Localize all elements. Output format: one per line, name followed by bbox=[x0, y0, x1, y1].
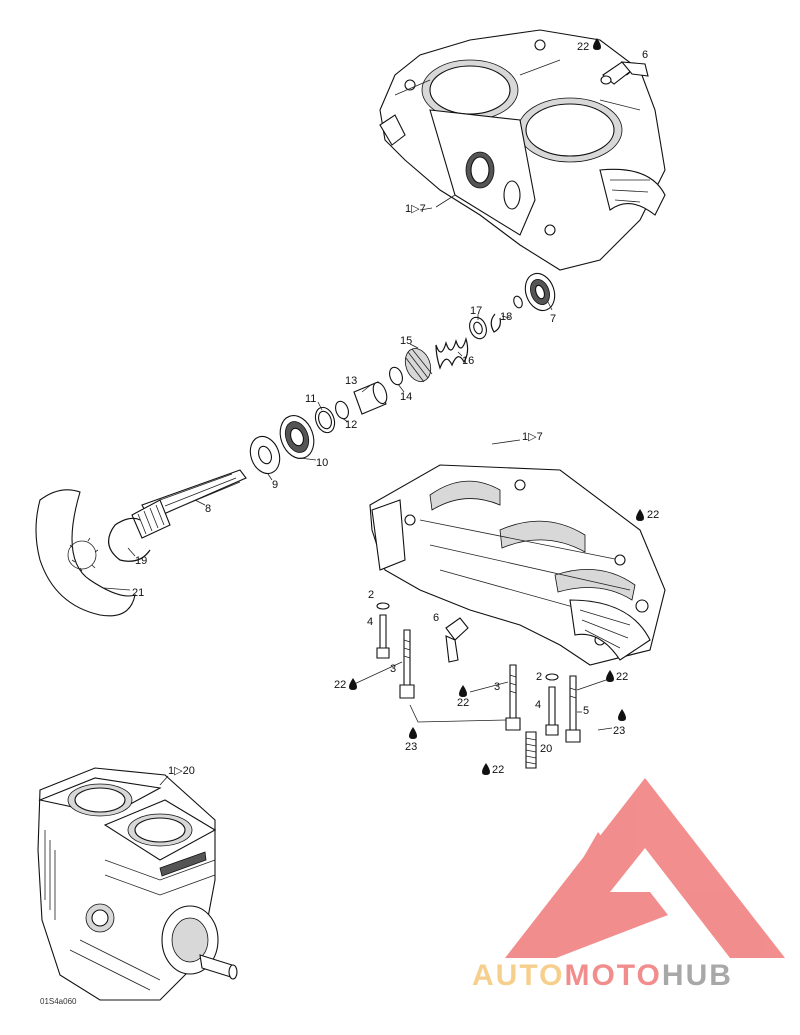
callout-21: 21 bbox=[132, 587, 144, 599]
callout-17: 17 bbox=[470, 305, 482, 317]
callout-22-mid: 22 bbox=[457, 697, 469, 709]
callout-19: 19 bbox=[135, 555, 147, 567]
callout-16: 16 bbox=[462, 355, 474, 367]
callout-6-mid: 6 bbox=[433, 612, 439, 624]
callout-23-right: 23 bbox=[613, 725, 625, 737]
watermark-triangle-logo bbox=[505, 778, 785, 958]
circlip-19 bbox=[108, 517, 151, 562]
cover-plate-21 bbox=[35, 489, 136, 617]
callout-22-bolt: 22 bbox=[616, 671, 628, 683]
watermark-inner-mark bbox=[552, 832, 618, 912]
callout-15: 15 bbox=[400, 335, 412, 347]
automotohub-watermark: AUTOMOTOHUB bbox=[472, 778, 785, 992]
callout-6-top: 6 bbox=[642, 49, 648, 61]
callout-4-left: 4 bbox=[367, 616, 373, 628]
callout-22-right: 22 bbox=[647, 509, 659, 521]
callout-9: 9 bbox=[272, 479, 278, 491]
drawing-code: 01S4a060 bbox=[40, 997, 77, 1006]
callout-leaders bbox=[103, 194, 613, 786]
callout-3-mid: 3 bbox=[494, 681, 500, 693]
callout-23-left: 23 bbox=[405, 741, 417, 753]
ref-engine: 1▷20 bbox=[168, 765, 195, 777]
upper-crankcase bbox=[379, 29, 666, 271]
drop-icon bbox=[618, 709, 626, 721]
drop-icon bbox=[482, 763, 490, 775]
callout-10: 10 bbox=[316, 457, 328, 469]
callout-18: 18 bbox=[500, 311, 512, 323]
bolts-and-washers bbox=[376, 602, 581, 769]
engine-assembly bbox=[37, 767, 238, 1001]
callout-22-bottom: 22 bbox=[492, 764, 504, 776]
drop-icon bbox=[593, 38, 601, 50]
callout-12: 12 bbox=[345, 419, 357, 431]
callout-4-right: 4 bbox=[535, 699, 541, 711]
drop-icon bbox=[459, 685, 467, 697]
sealant-drop-icons bbox=[349, 38, 644, 775]
lower-crankcase bbox=[369, 464, 666, 666]
callout-20: 20 bbox=[540, 743, 552, 755]
elbow-fitting-mid bbox=[445, 617, 469, 663]
drop-icon bbox=[349, 678, 357, 690]
callout-11: 11 bbox=[305, 393, 316, 405]
drive-shaft-assembly bbox=[131, 272, 556, 539]
callout-2-left: 2 bbox=[368, 589, 374, 601]
callout-22-left: 22 bbox=[334, 679, 346, 691]
svg-text:AUTOMOTOHUB: AUTOMOTOHUB bbox=[472, 959, 733, 992]
callout-3-left: 3 bbox=[390, 663, 396, 675]
callout-5: 5 bbox=[583, 705, 589, 717]
callout-7: 7 bbox=[550, 313, 556, 325]
watermark-moto: MOTO bbox=[564, 959, 661, 992]
ref-lower-crankcase: 1▷7 bbox=[522, 431, 543, 443]
ref-upper-crankcase: 1▷7 bbox=[405, 203, 426, 215]
watermark-auto: AUTO bbox=[472, 959, 564, 992]
callout-8: 8 bbox=[205, 503, 211, 515]
drop-icon bbox=[409, 727, 417, 739]
callout-labels: 22 6 1▷7 7 18 17 15 16 13 14 11 12 10 9 … bbox=[40, 41, 659, 1006]
callout-14: 14 bbox=[400, 391, 412, 403]
drop-icon bbox=[606, 670, 614, 682]
callout-2-right: 2 bbox=[536, 671, 542, 683]
callout-22-top: 22 bbox=[577, 41, 589, 53]
watermark-hub: HUB bbox=[662, 959, 733, 992]
callout-13: 13 bbox=[345, 375, 357, 387]
drop-icon bbox=[636, 509, 644, 521]
elbow-fitting-top bbox=[600, 61, 649, 85]
